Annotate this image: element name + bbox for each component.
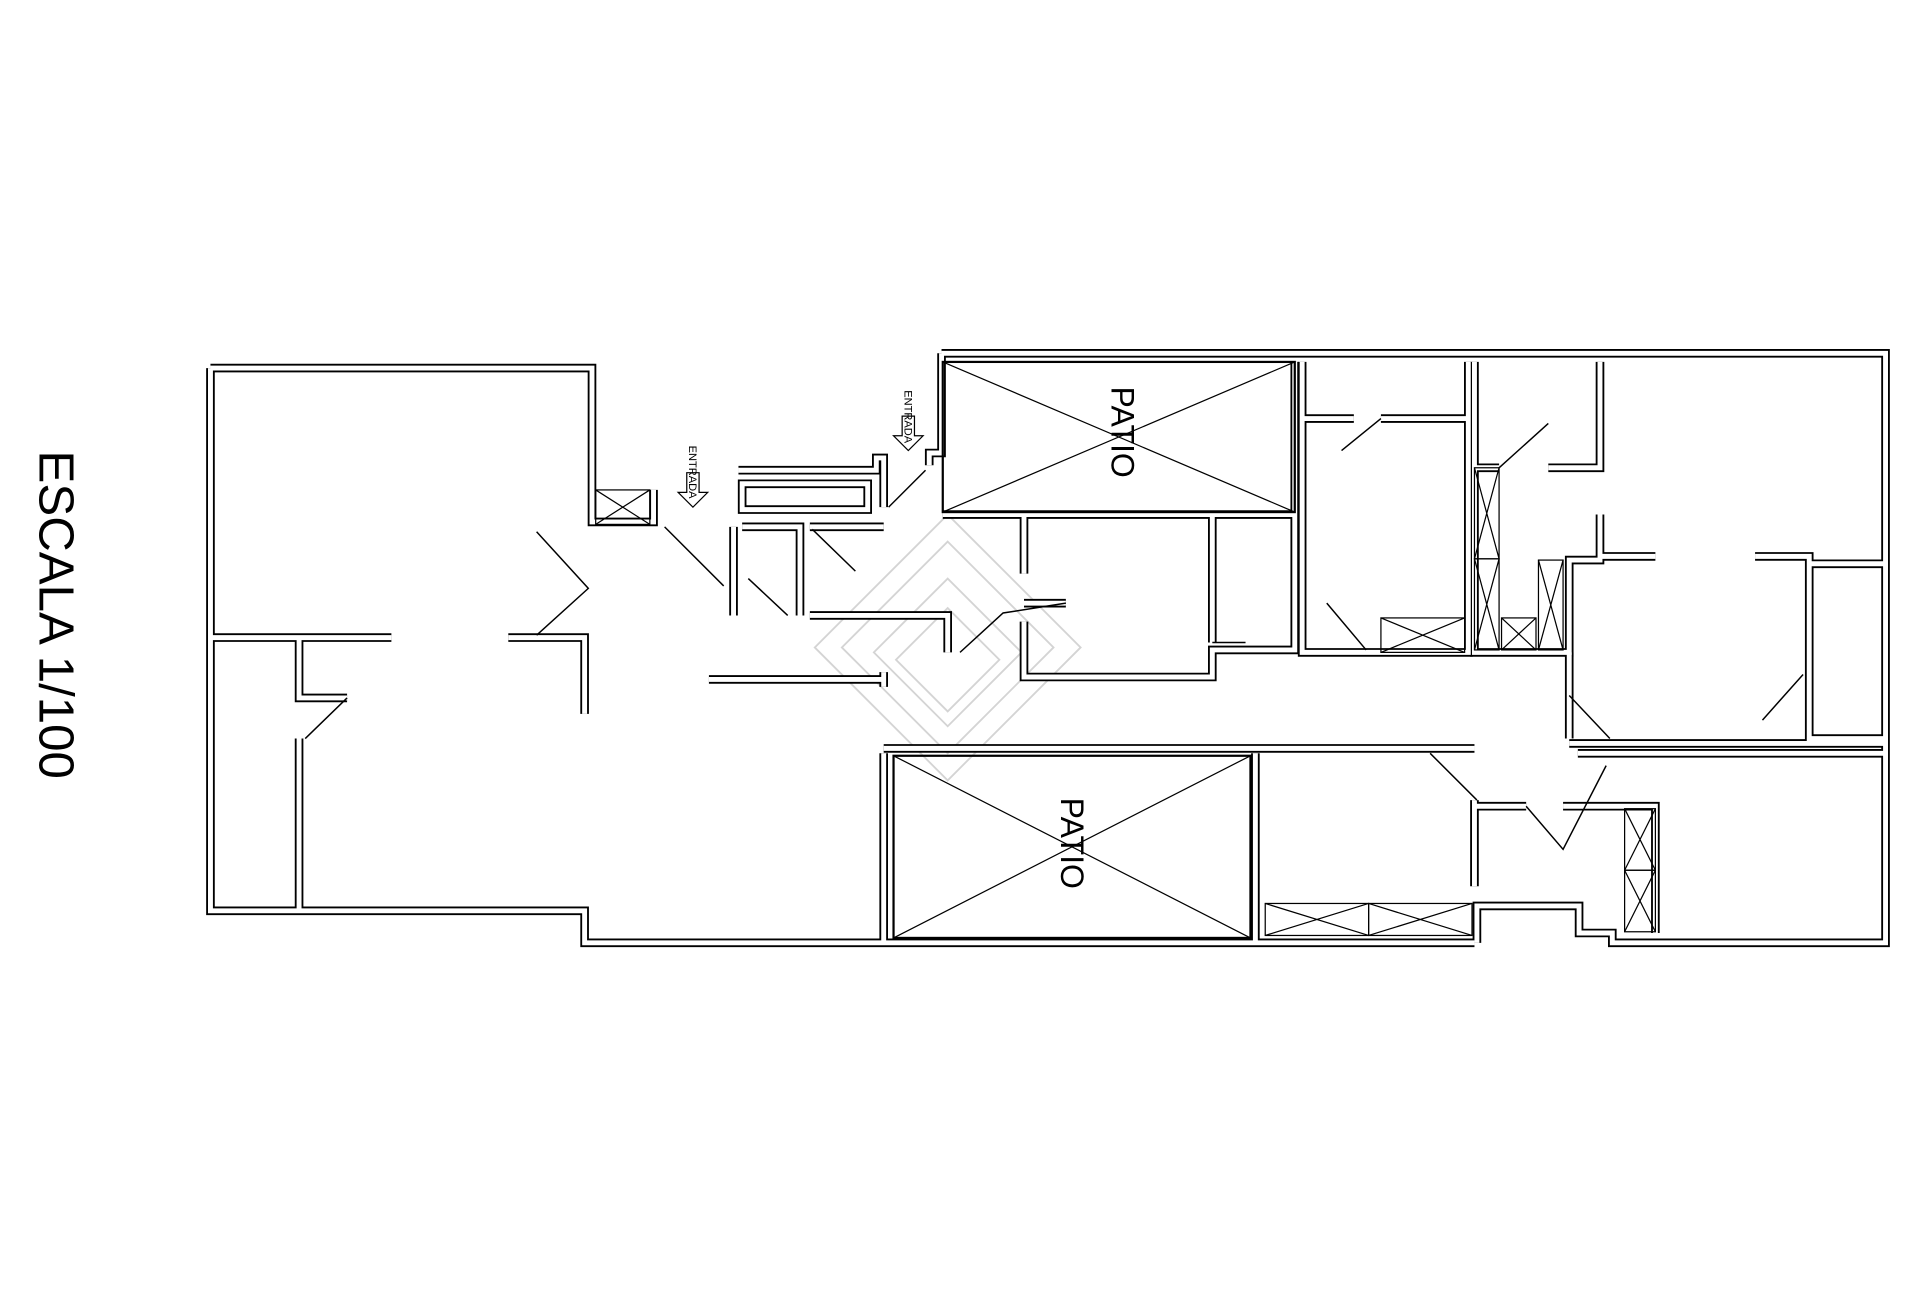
door-swings [304, 417, 1804, 851]
entrance-arrow-1: ENTRADA [676, 446, 710, 509]
patio-top [941, 360, 1296, 514]
entrance-label: ENTRADA [902, 390, 914, 443]
scale-label: ESCALA 1/100 [28, 451, 83, 779]
entrance-arrow-2: ENTRADA [892, 390, 925, 452]
patio-top-label: PATIO [1104, 387, 1140, 478]
closets [595, 467, 1656, 937]
walls [210, 353, 1885, 943]
patio-bottom [892, 754, 1252, 940]
patio-bottom-label: PATIO [1054, 798, 1090, 889]
entrance-label: ENTRADA [686, 446, 698, 499]
